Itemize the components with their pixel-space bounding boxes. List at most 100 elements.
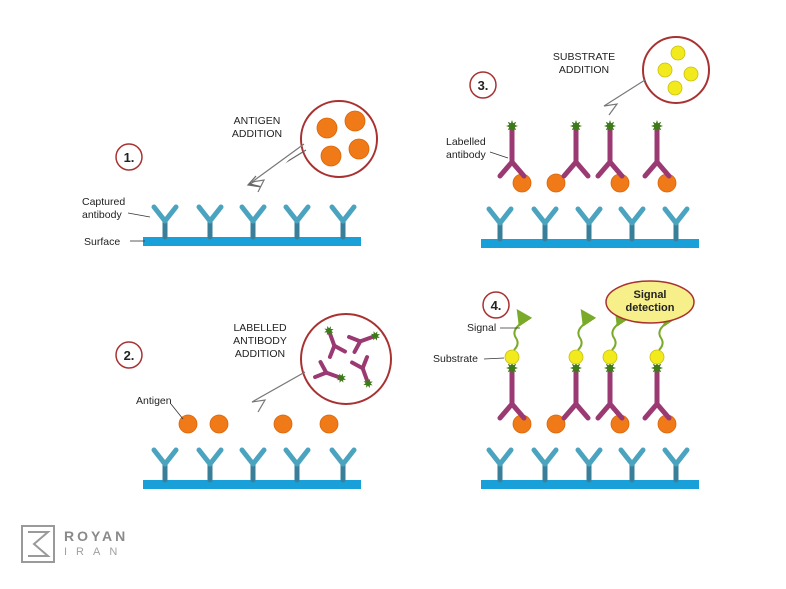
labelled-antibody <box>497 120 527 179</box>
antibody-arm-right <box>162 204 179 224</box>
antibody-arm-left <box>329 204 346 224</box>
logo-sub-text: IRAN <box>64 546 127 558</box>
captured-antibody <box>151 204 179 240</box>
step-4-circle <box>482 291 510 319</box>
antigens-2 <box>178 414 339 434</box>
antigen <box>546 173 566 193</box>
antibody-arm-right <box>586 447 603 467</box>
antigen <box>209 414 229 434</box>
substrate-molecule <box>504 349 520 365</box>
labelled-antibody <box>347 331 380 354</box>
step-3-circle <box>469 71 497 99</box>
antibody-arm-right <box>542 447 559 467</box>
substrate-label: Substrate <box>433 353 478 365</box>
signal-arrow <box>513 309 533 351</box>
signal-detection-line1: Signal <box>633 289 666 301</box>
labelled-antibody <box>595 120 625 179</box>
labelled-antibody <box>642 120 672 179</box>
antibody-arm-left <box>618 206 635 226</box>
captured-antibody <box>196 204 224 240</box>
addition-arrow-1-head <box>251 143 305 193</box>
antibody-arm-right <box>629 447 646 467</box>
antigen-label: Antigen <box>136 395 172 407</box>
labelled-antibody-arm-left <box>595 159 613 179</box>
antibody-arm-right <box>629 206 646 226</box>
antigen <box>320 145 342 167</box>
antigen <box>178 414 198 434</box>
antibody-arm-left <box>662 206 679 226</box>
substrate-addition-label-line1: SUBSTRATE <box>553 51 615 63</box>
antibody-arm-right <box>162 447 179 467</box>
antibody-arm-left <box>486 447 503 467</box>
label-tag-icon <box>506 120 518 132</box>
captured-antibody <box>329 447 357 483</box>
signal-arrow <box>577 309 597 351</box>
label-tag-icon <box>651 362 663 374</box>
labelled-antibody-addition-circle <box>300 313 392 405</box>
labelled-antibody <box>595 362 625 421</box>
panel-2: 2. LABELLED ANTIBODY ADDITION Antigen <box>115 313 392 489</box>
panel-1: 1. ANTIGEN ADDITION Captured antibody Su… <box>82 100 378 248</box>
antibody-arm-right <box>340 204 357 224</box>
antibody-arm-left <box>151 447 168 467</box>
substrate-molecule <box>683 66 699 82</box>
antibody-arm-left <box>575 447 592 467</box>
captured-antibodies-1 <box>151 204 357 240</box>
labelled-antibody-arm-right <box>352 339 363 354</box>
labelled-antibody-arm-left <box>595 401 613 421</box>
antigen-pointer <box>170 403 184 420</box>
royan-logo-icon <box>21 525 55 563</box>
labelled-antibody-addition-label-line3: ADDITION <box>235 348 285 360</box>
antibody-arm-left <box>283 204 300 224</box>
step-3-number: 3. <box>478 78 489 93</box>
captured-antibody <box>662 447 690 483</box>
signal-detection-line2: detection <box>626 302 675 314</box>
substrate-addition-circle <box>642 36 710 104</box>
step-4-number: 4. <box>491 298 502 313</box>
label-tag-icon <box>370 331 380 341</box>
substrate-addition-label-line2: ADDITION <box>559 64 609 76</box>
antibody-arm-left <box>239 204 256 224</box>
labelled-antibody <box>561 120 591 179</box>
labelled-antibody-arm-right <box>573 159 591 179</box>
captured-antibody <box>239 447 267 483</box>
label-tag-icon <box>604 362 616 374</box>
labelled-antibody-arm-right <box>350 360 365 371</box>
label-tag-icon <box>570 362 582 374</box>
antibody-arm-left <box>196 204 213 224</box>
antigen-addition-label-line1: ANTIGEN <box>234 115 281 127</box>
captured-antibody-label-line1: Captured <box>82 196 125 208</box>
captured-antibody <box>283 204 311 240</box>
antigen <box>273 414 293 434</box>
label-tag-icon <box>324 326 334 336</box>
captured-antibodies-2 <box>151 447 357 483</box>
signal-arrow <box>611 309 631 351</box>
labelled-antibody <box>642 362 672 421</box>
labelled-antibody <box>324 326 347 359</box>
captured-antibody <box>618 447 646 483</box>
label-tag-icon <box>604 120 616 132</box>
labelled-antibody <box>350 355 373 388</box>
signal-label: Signal <box>467 322 496 334</box>
antibody-arm-left <box>486 206 503 226</box>
labelled-antibody-arm-right <box>654 401 672 421</box>
captured-antibody <box>283 447 311 483</box>
antibody-arm-left <box>329 447 346 467</box>
antigen <box>344 110 366 132</box>
antigen <box>319 414 339 434</box>
labelled-antibody-label-line1: Labelled <box>446 136 486 148</box>
labelled-antibody-arm-right <box>654 159 672 179</box>
antibody-arm-left <box>575 206 592 226</box>
surface-3 <box>481 239 699 248</box>
panel-3: 3. SUBSTRATE ADDITION Labelled antibody <box>446 36 710 248</box>
surface-4 <box>481 480 699 489</box>
labelled-antibody-label-line2: antibody <box>446 149 486 161</box>
labelled-antibody-arm-right <box>509 401 527 421</box>
antibody-arm-right <box>497 447 514 467</box>
labelled-antibody-arm-right <box>313 370 329 380</box>
step-1-number: 1. <box>124 150 135 165</box>
surface-1 <box>143 237 361 246</box>
antibody-arm-right <box>340 447 357 467</box>
labelled-antibody-arm-right <box>607 159 625 179</box>
